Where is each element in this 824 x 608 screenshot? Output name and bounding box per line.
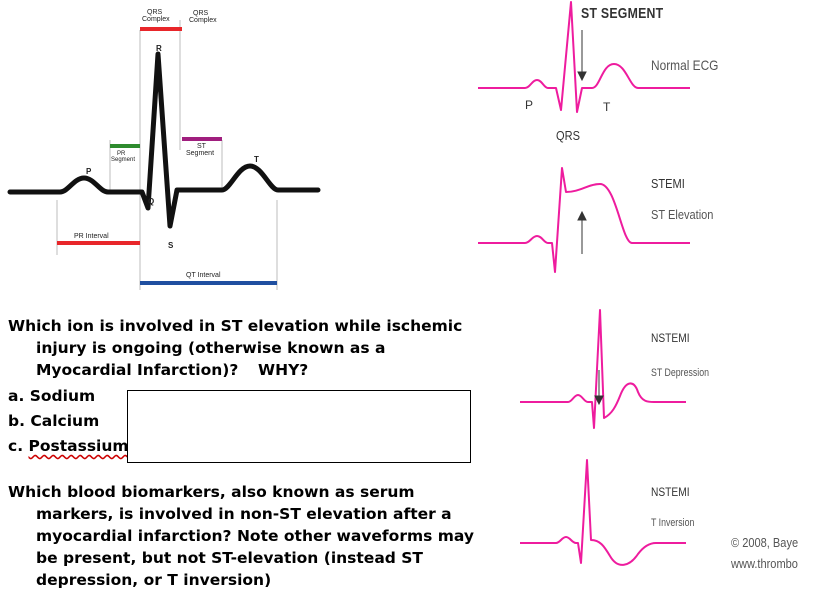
normal-ecg-label: Normal ECG: [651, 57, 719, 73]
question-1-why: WHY?: [258, 361, 309, 379]
svg-text:R: R: [156, 44, 162, 53]
qrs-label: QRS: [147, 9, 163, 16]
svg-text:Segment: Segment: [111, 157, 135, 163]
nstemi-label-1: NSTEMI: [651, 331, 690, 345]
svg-text:QRS: QRS: [193, 10, 209, 17]
svg-text:Segment: Segment: [186, 150, 214, 157]
qt-interval-label: QT Interval: [186, 272, 221, 279]
question-1-line-2: injury is ongoing (otherwise known as a: [36, 339, 386, 357]
copyright-text: © 2008, Baye: [731, 535, 799, 550]
ecg-trace: [7, 51, 321, 229]
answer-box[interactable]: [127, 390, 471, 463]
svg-text:P: P: [86, 167, 92, 176]
st-segment-panel: [478, 1, 690, 566]
t-inversion-wave: [520, 459, 686, 566]
pr-interval-label: PR Interval: [74, 233, 109, 240]
svg-text:T: T: [254, 155, 259, 164]
st-depression-label: ST Depression: [651, 367, 710, 379]
svg-text:Complex: Complex: [189, 17, 217, 24]
svg-text:ST: ST: [197, 143, 207, 150]
t-inversion-label: T Inversion: [651, 517, 695, 529]
svg-text:PR: PR: [117, 151, 126, 157]
svg-text:S: S: [168, 241, 174, 250]
svg-text:Q: Q: [148, 197, 154, 206]
question-1-line-1: Which ion is involved in ST elevation wh…: [8, 317, 463, 335]
website-text: www.thrombo: [731, 556, 798, 571]
normal-ecg-wave: [478, 1, 690, 113]
svg-text:Complex: Complex: [142, 16, 170, 23]
stemi-wave: [478, 167, 690, 273]
t-label: T: [603, 100, 611, 114]
qrs-label-right: QRS: [556, 128, 580, 143]
option-c: c. Postassium: [8, 437, 129, 455]
p-label: P: [525, 98, 534, 112]
question-2-line-3: myocardial infarction? Note other wavefo…: [36, 527, 474, 545]
question-2-line-5: depression, or T inversion): [36, 571, 272, 589]
st-depression-wave: [520, 309, 686, 429]
st-elevation-label: ST Elevation: [651, 207, 714, 222]
stemi-label: STEMI: [651, 176, 685, 191]
ecg-diagram: QRS Complex QRS Complex PR Segment ST Se…: [7, 8, 321, 298]
option-b: b. Calcium: [8, 412, 100, 430]
option-c-word: Postassium: [28, 437, 129, 455]
st-segment-title: ST SEGMENT: [581, 5, 664, 22]
nstemi-label-2: NSTEMI: [651, 485, 690, 499]
question-1-line-3: Myocardial Infarction)?: [36, 361, 239, 379]
question-2-line-2: markers, is involved in non-ST elevation…: [36, 505, 452, 523]
option-a: a. Sodium: [8, 387, 96, 405]
question-2-line-1: Which blood biomarkers, also known as se…: [8, 483, 415, 501]
question-2-line-4: be present, but not ST-elevation (instea…: [36, 549, 424, 567]
